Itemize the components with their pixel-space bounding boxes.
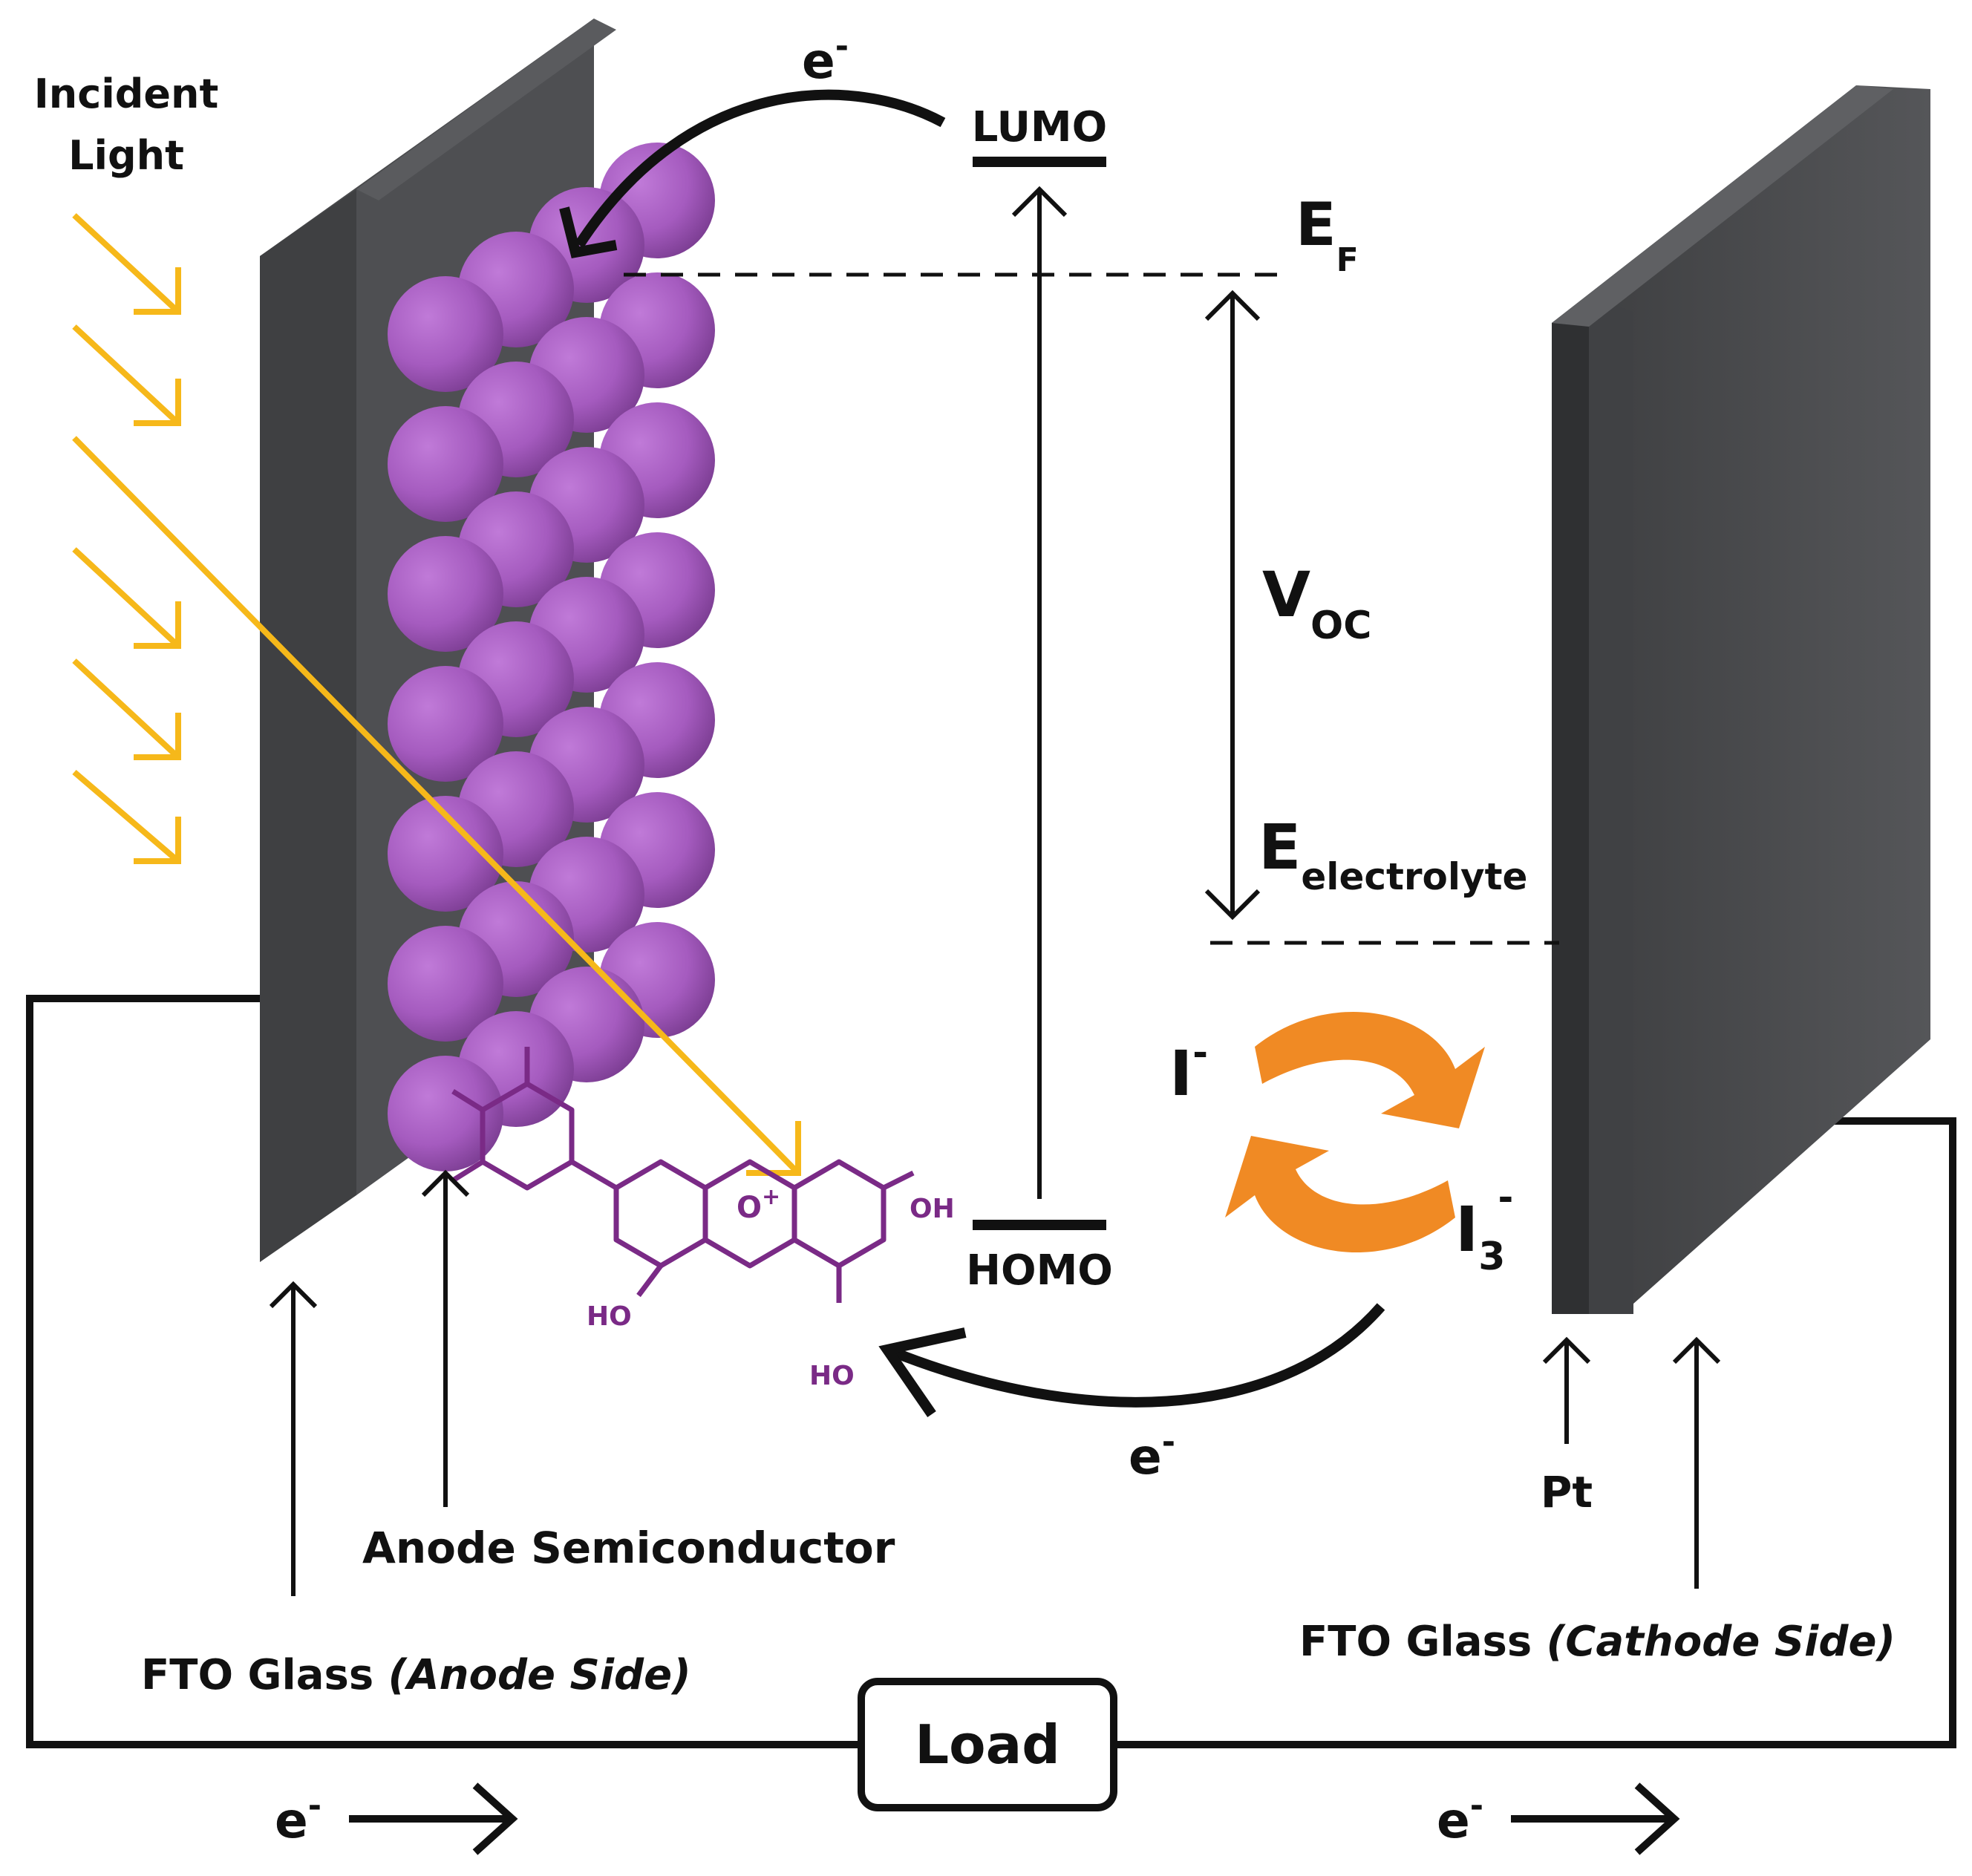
redox-arrow-lower [1225,1136,1455,1253]
fermi-level-label: EF [1296,190,1359,279]
voc-label: VOC [1262,558,1371,648]
iodide-label: I- [1169,1031,1208,1110]
circuit-wire-left [26,995,861,1748]
electron-injection-arrowhead [559,206,618,259]
electron-flow-arrowhead-left [472,1782,518,1855]
semiconductor-particle [388,1056,503,1171]
regeneration-arrowhead [878,1327,967,1417]
molecule-ho-left: HO [587,1301,632,1332]
voc-arrowhead-top [1204,290,1261,321]
molecule-ho-bottom: HO [809,1361,855,1391]
semiconductor-particle [388,276,503,392]
semiconductor-particle [388,406,503,522]
excitation-arrowhead [1011,186,1068,218]
molecule-oxonium: O+ [737,1184,780,1225]
regeneration-electron-arrow [889,1303,1385,1408]
semiconductor-particle [388,536,503,652]
redox-arrow-upper [1255,1011,1485,1128]
semiconductor-particle [388,926,503,1042]
electron-label-top: e- [802,27,849,90]
electron-injection-arrow [575,89,946,248]
electrolyte-level-label: Eelectrolyte [1258,811,1527,898]
electron-label-bottom: e- [1129,1423,1175,1486]
electron-flow-label-right: e- [1437,1787,1483,1849]
voc-arrowhead-bottom [1204,889,1261,921]
fto-anode-label: FTO Glass (Anode Side) [141,1651,691,1699]
anode-semiconductor-label: Anode Semiconductor [362,1523,895,1573]
semiconductor-particle [388,796,503,912]
fto-cathode-label: FTO Glass (Cathode Side) [1299,1618,1896,1666]
electron-flow-arrowhead-right [1634,1782,1680,1855]
pt-label: Pt [1541,1467,1593,1517]
homo-label: HOMO [966,1246,1113,1295]
semiconductor-particle [388,666,503,782]
lumo-label: LUMO [972,103,1108,151]
electron-flow-label-left: e- [275,1787,321,1849]
molecule-oh-right: OH [910,1194,955,1224]
pointer-arrows [269,1169,1721,1596]
cathode-fto-glass [1552,85,1930,1314]
triiodide-label: I3- [1455,1176,1513,1279]
load-box [858,1678,1117,1811]
incident-light-arrows [72,213,801,1176]
load-label: Load [915,1713,1060,1776]
anode-semiconductor-particles [388,143,715,1171]
incident-light-label-1: Incident [34,71,219,117]
dye-molecule [451,1047,915,1303]
incident-light-label-2: Light [68,132,184,179]
